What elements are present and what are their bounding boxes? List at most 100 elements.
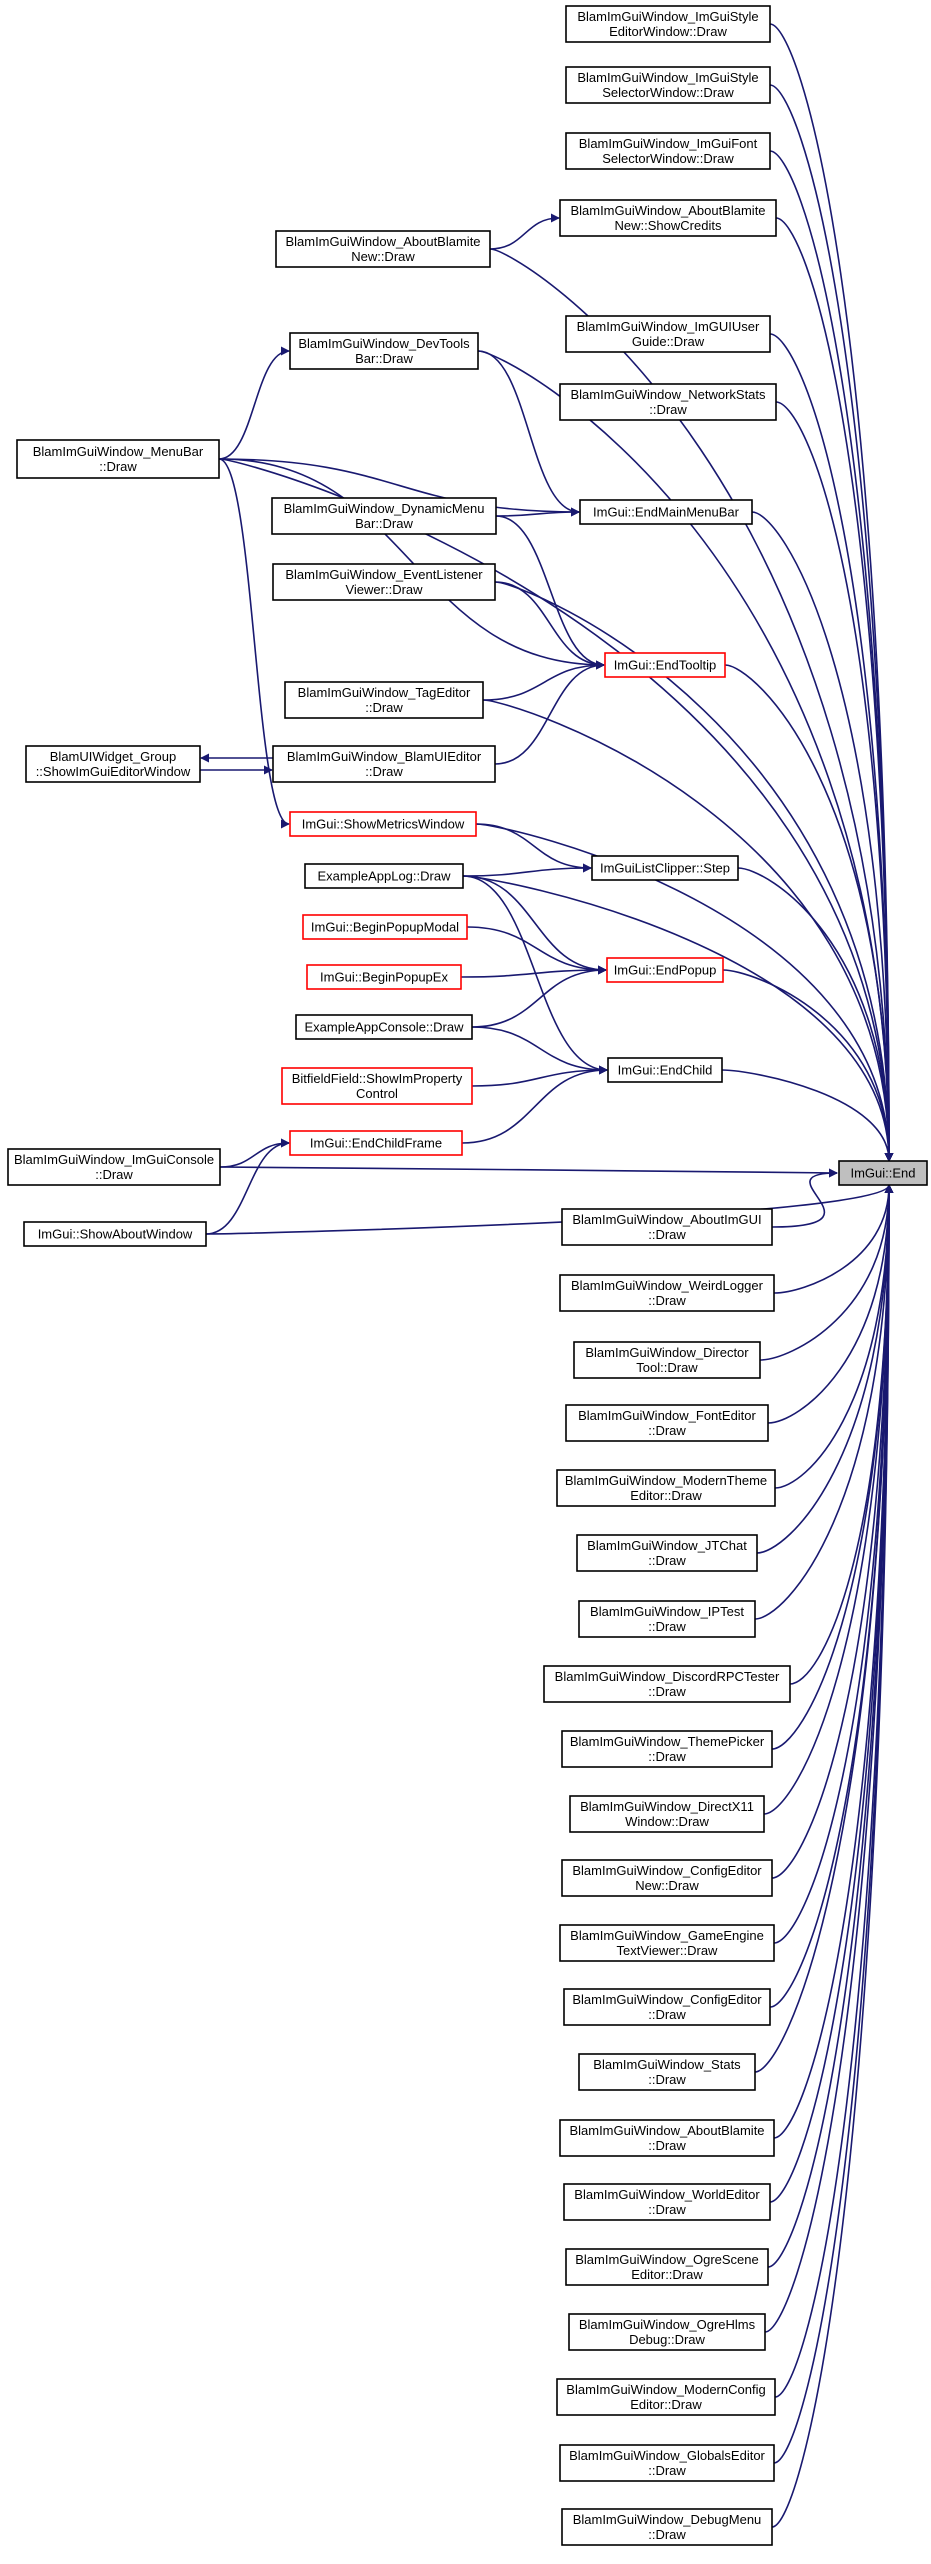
- node-fonteditor[interactable]: BlamImGuiWindow_FontEditor::Draw: [565, 1404, 769, 1442]
- edge-menubar-to-imgui-end: [218, 458, 894, 1162]
- node-weirdlogger[interactable]: BlamImGuiWindow_WeirdLogger::Draw: [559, 1274, 775, 1312]
- node-worldeditor[interactable]: BlamImGuiWindow_WorldEditor::Draw: [563, 2183, 771, 2221]
- node-configeditor[interactable]: BlamImGuiWindow_ConfigEditor::Draw: [563, 1988, 771, 2026]
- node-menubar[interactable]: BlamImGuiWindow_MenuBar::Draw: [16, 439, 220, 479]
- edge-tageditor-to-imgui-end: [482, 699, 894, 1162]
- node-blamuiwidget-group[interactable]: BlamUIWidget_Group::ShowImGuiEditorWindo…: [25, 745, 201, 783]
- node-debugmenu[interactable]: BlamImGuiWindow_DebugMenu::Draw: [561, 2508, 773, 2546]
- node-box: [289, 332, 479, 370]
- node-imguilistclipper-step[interactable]: ImGuiListClipper::Step: [591, 855, 739, 881]
- edge-aboutimgui-to-imgui-end: [771, 1168, 838, 1228]
- edge-exampleappconsole-to-endpopup: [471, 965, 607, 1028]
- node-label: ::Draw: [648, 1553, 686, 1568]
- node-discordrpctester[interactable]: BlamImGuiWindow_DiscordRPCTester::Draw: [543, 1665, 791, 1703]
- node-aboutimgui[interactable]: BlamImGuiWindow_AboutImGUI::Draw: [561, 1208, 773, 1246]
- node-box: [565, 315, 771, 353]
- node-imguifont-selector[interactable]: BlamImGuiWindow_ImGuiFontSelectorWindow:…: [565, 132, 771, 170]
- node-aboutblamite[interactable]: BlamImGuiWindow_AboutBlamite::Draw: [559, 2119, 775, 2157]
- node-tageditor[interactable]: BlamImGuiWindow_TagEditor::Draw: [284, 681, 484, 719]
- node-beginpopupmodal[interactable]: ImGui::BeginPopupModal: [302, 914, 468, 940]
- node-iptest[interactable]: BlamImGuiWindow_IPTest::Draw: [578, 1600, 756, 1638]
- node-label: BlamImGuiWindow_ImGUIUser: [577, 319, 760, 334]
- edge-aboutblamitenew-draw-to-imgui-end: [489, 248, 894, 1162]
- node-endmainmenubar[interactable]: ImGui::EndMainMenuBar: [579, 499, 753, 525]
- edge-iptest-to-imgui-end: [754, 1184, 894, 1620]
- node-label: BlamImGuiWindow_DiscordRPCTester: [555, 1669, 780, 1684]
- node-globalseditor[interactable]: BlamImGuiWindow_GlobalsEditor::Draw: [559, 2444, 775, 2482]
- node-label: ImGui::BeginPopupModal: [311, 920, 459, 935]
- node-endchild[interactable]: ImGui::EndChild: [607, 1057, 723, 1083]
- node-box: [607, 1057, 723, 1083]
- edge-menubar-to-showmetricswindow: [218, 458, 290, 829]
- node-box: [563, 1988, 771, 2026]
- node-box: [569, 1795, 765, 1833]
- node-box: [302, 914, 468, 940]
- node-label: ::Draw: [95, 1167, 133, 1182]
- node-imguistyle-selector[interactable]: BlamImGuiWindow_ImGuiStyleSelectorWindow…: [565, 66, 771, 104]
- node-box: [576, 1534, 758, 1572]
- node-showaboutwindow[interactable]: ImGui::ShowAboutWindow: [23, 1221, 207, 1247]
- node-imgui-end[interactable]: ImGui::End: [838, 1160, 928, 1186]
- node-box: [559, 2444, 775, 2482]
- node-box: [556, 1469, 776, 1507]
- node-label: BlamImGuiWindow_AboutBlamite: [569, 2123, 764, 2138]
- edge-devtools-bar-to-imgui-end: [477, 350, 894, 1162]
- node-showmetricswindow[interactable]: ImGui::ShowMetricsWindow: [289, 811, 477, 837]
- edge-exampleapplog-to-imgui-end: [462, 875, 894, 1162]
- node-box: [559, 2119, 775, 2157]
- edge-exampleappconsole-to-endchild: [471, 1026, 608, 1075]
- node-label: Window::Draw: [625, 1814, 709, 1829]
- node-imguistyle-editor[interactable]: BlamImGuiWindow_ImGuiStyleEditorWindow::…: [565, 5, 771, 43]
- node-box: [289, 1130, 463, 1156]
- edge-endchildframe-to-endchild: [461, 1065, 608, 1144]
- node-label: BlamImGuiWindow_WorldEditor: [574, 2187, 760, 2202]
- edge-menubar-to-endtooltip: [218, 458, 605, 670]
- node-stats[interactable]: BlamImGuiWindow_Stats::Draw: [578, 2053, 756, 2091]
- node-endtooltip[interactable]: ImGui::EndTooltip: [604, 652, 726, 678]
- node-beginpopupex[interactable]: ImGui::BeginPopupEx: [306, 964, 462, 990]
- node-exampleappconsole[interactable]: ExampleAppConsole::Draw: [295, 1014, 473, 1040]
- node-blamuieditor[interactable]: BlamImGuiWindow_BlamUIEditor::Draw: [272, 745, 496, 783]
- node-networkstats[interactable]: BlamImGuiWindow_NetworkStats::Draw: [559, 383, 777, 421]
- node-label: Editor::Draw: [630, 1488, 702, 1503]
- edge-imguiconsole-to-imgui-end: [219, 1166, 838, 1178]
- node-aboutblamite-showcredits[interactable]: BlamImGuiWindow_AboutBlamiteNew::ShowCre…: [559, 199, 777, 237]
- edge-endtooltip-to-imgui-end: [724, 664, 894, 1162]
- node-endpopup[interactable]: ImGui::EndPopup: [606, 957, 724, 983]
- node-box: [565, 1404, 769, 1442]
- node-label: ImGui::EndTooltip: [614, 658, 717, 673]
- edge-endmainmenubar-to-imgui-end: [751, 511, 894, 1162]
- node-imguiconsole[interactable]: BlamImGuiWindow_ImGuiConsole::Draw: [7, 1148, 221, 1186]
- node-box: [579, 499, 753, 525]
- node-box: [561, 1208, 773, 1246]
- node-endchildframe[interactable]: ImGui::EndChildFrame: [289, 1130, 463, 1156]
- node-label: ::Draw: [648, 2138, 686, 2153]
- edge-bitfieldfield-to-endchild: [471, 1065, 608, 1087]
- node-exampleapplog[interactable]: ExampleAppLog::Draw: [304, 863, 464, 889]
- node-gameengine-textviewer[interactable]: BlamImGuiWindow_GameEngineTextViewer::Dr…: [559, 1924, 775, 1962]
- node-label: New::Draw: [635, 1878, 699, 1893]
- node-label: BlamImGuiWindow_Director: [585, 1345, 749, 1360]
- node-label: BlamImGuiWindow_BlamUIEditor: [287, 749, 482, 764]
- edge-dynamicmenu-bar-to-endmainmenubar: [495, 507, 580, 517]
- node-label: Debug::Draw: [629, 2332, 705, 2347]
- node-box: [295, 1014, 473, 1040]
- node-box: [578, 2053, 756, 2091]
- node-eventlistener-viewer[interactable]: BlamImGuiWindow_EventListenerViewer::Dra…: [272, 563, 496, 601]
- node-label: ImGui::ShowMetricsWindow: [302, 817, 465, 832]
- node-themepicker[interactable]: BlamImGuiWindow_ThemePicker::Draw: [561, 1730, 773, 1768]
- node-label: ::Draw: [648, 2072, 686, 2087]
- node-jtchat[interactable]: BlamImGuiWindow_JTChat::Draw: [576, 1534, 758, 1572]
